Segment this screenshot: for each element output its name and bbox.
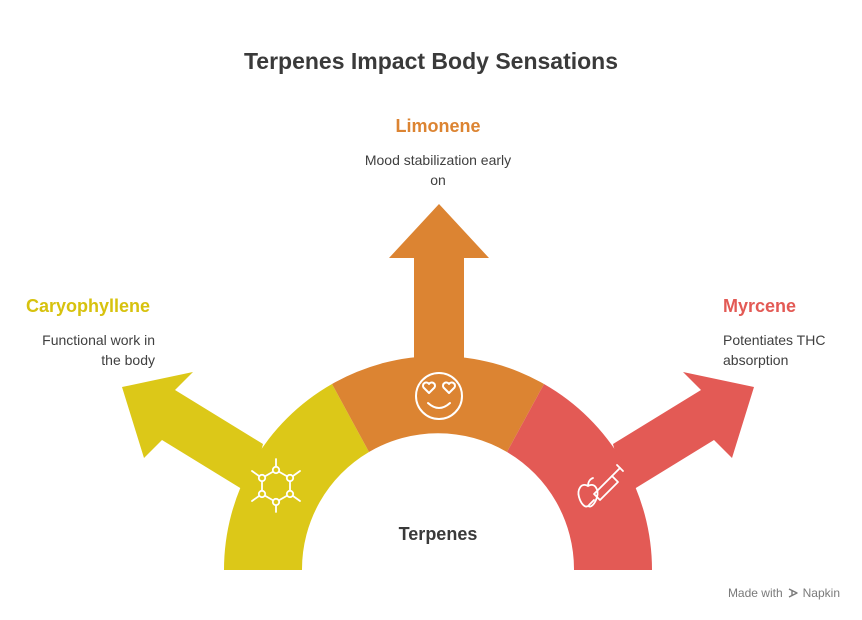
limonene-arrow: [389, 204, 489, 360]
myrcene-description: Potentiates THC absorption: [723, 332, 826, 368]
caryophyllene-segment: [223, 384, 369, 570]
page-title: Terpenes Impact Body Sensations: [243, 48, 619, 74]
myrcene-branch: [507, 372, 754, 570]
center-label: Terpenes: [398, 524, 478, 544]
caryophyllene-title: Caryophyllene: [26, 296, 151, 316]
made-with-text: Made with: [727, 586, 783, 600]
limonene-description: Mood stabilization early on: [364, 152, 512, 188]
myrcene-segment: [507, 384, 652, 570]
myrcene-arrow: [613, 372, 754, 494]
heart-eyes-smiley-icon: [415, 372, 463, 420]
napkin-logo-icon: [788, 588, 798, 598]
brand-name: Napkin: [802, 586, 840, 600]
caryophyllene-description: Functional work in the body: [42, 332, 155, 368]
footer-attribution[interactable]: Made with Napkin: [728, 586, 840, 600]
molecule-icon: [251, 458, 301, 513]
limonene-segment: [332, 355, 544, 452]
caryophyllene-arrow: [122, 372, 263, 494]
myrcene-title: Myrcene: [723, 296, 797, 316]
apple-syringe-icon: [577, 464, 624, 508]
limonene-title: Limonene: [395, 116, 481, 136]
caryophyllene-branch: [122, 372, 369, 570]
limonene-branch: [332, 204, 544, 452]
